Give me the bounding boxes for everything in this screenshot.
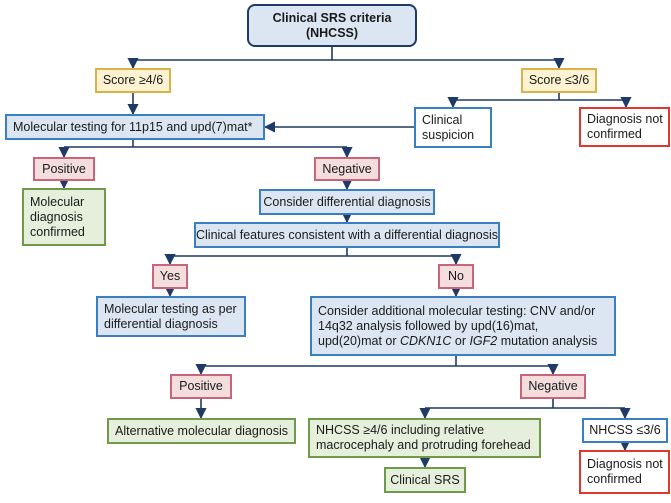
score-high-label: Score ≥4/6: [102, 73, 164, 87]
not-confirmed-bottom-line-2: confirmed: [587, 472, 642, 486]
node-testing-per-differential: Molecular testing as per differential di…: [96, 296, 246, 337]
node-score-high: Score ≥4/6: [95, 68, 171, 93]
edge-negative-split: [425, 399, 625, 409]
node-clinical-features-consistent: Clinical features consistent with a diff…: [194, 222, 500, 248]
nhcss-high-line-1: NHCSS ≥4/6 including relative: [316, 423, 485, 437]
molecular-testing-label: Molecular testing for 11p15 and upd(7)ma…: [13, 119, 253, 134]
clinical-srs-label: Clinical SRS: [390, 472, 460, 487]
node-positive-1: Positive: [33, 157, 95, 181]
additional-line-3-c: mutation analysis: [497, 333, 598, 348]
differential-label: Consider differential diagnosis: [263, 194, 431, 209]
additional-line-1: Consider additional molecular testing: C…: [318, 303, 596, 318]
consistent-label: Clinical features consistent with a diff…: [196, 227, 499, 242]
confirmed-line-1: Molecular: [30, 194, 85, 209]
root-line-1: Clinical SRS criteria: [272, 10, 392, 25]
node-not-confirmed-bottom: Diagnosis not confirmed: [579, 450, 670, 494]
edge-score-low-split: [453, 93, 626, 101]
edge-consistent-split: [170, 248, 456, 257]
nhcss-low-label: NHCSS ≤3/6: [589, 423, 661, 437]
node-molecular-diagnosis-confirmed: Molecular diagnosis confirmed: [22, 188, 106, 246]
clinical-suspicion-line-1: Clinical: [422, 112, 463, 127]
additional-line-3: upd(20)mat or CDKN1C or IGF2 mutation an…: [318, 334, 597, 349]
nhcss-high-line-2: macrocephaly and protruding forehead: [316, 438, 531, 452]
additional-line-2: 14q32 analysis followed by upd(16)mat,: [318, 318, 539, 333]
node-score-low: Score ≤3/6: [521, 68, 597, 93]
not-confirmed-bottom-line-1: Diagnosis not: [587, 457, 663, 471]
gene-cdkn1c: CDKN1C: [399, 333, 452, 348]
node-molecular-testing: Molecular testing for 11p15 and upd(7)ma…: [5, 114, 265, 140]
node-negative-1: Negative: [314, 157, 380, 181]
no-label: No: [448, 269, 464, 283]
positive-1-label: Positive: [42, 161, 86, 176]
node-positive-2: Positive: [170, 374, 232, 399]
positive-2-label: Positive: [179, 379, 223, 393]
node-clinical-srs: Clinical SRS: [384, 467, 466, 493]
yes-label: Yes: [159, 269, 181, 283]
edge-root-split: [133, 47, 559, 61]
root-line-2: (NHCSS): [305, 25, 359, 40]
node-clinical-suspicion: Clinical suspicion: [414, 107, 492, 148]
testing-per-line-1: Molecular testing as per: [104, 301, 237, 316]
node-alternative-diagnosis: Alternative molecular diagnosis: [107, 418, 296, 444]
testing-per-line-2: differential diagnosis: [104, 316, 218, 331]
not-confirmed-top-line-1: Diagnosis not: [587, 112, 663, 126]
edge-additional-split: [201, 356, 553, 367]
node-not-confirmed-top: Diagnosis not confirmed: [579, 107, 670, 147]
confirmed-line-2: diagnosis: [30, 209, 83, 224]
additional-line-3-a: upd(20)mat or: [318, 333, 400, 348]
negative-2-label: Negative: [528, 379, 578, 393]
not-confirmed-top-line-2: confirmed: [587, 127, 642, 141]
node-root-criteria: Clinical SRS criteria (NHCSS): [247, 4, 417, 47]
node-nhcss-low: NHCSS ≤3/6: [582, 418, 668, 443]
additional-line-3-b: or: [451, 333, 470, 348]
node-yes: Yes: [152, 264, 188, 289]
confirmed-line-3: confirmed: [30, 224, 85, 239]
node-no: No: [438, 264, 474, 289]
score-low-label: Score ≤3/6: [528, 73, 590, 87]
node-additional-testing: Consider additional molecular testing: C…: [310, 296, 616, 356]
gene-igf2: IGF2: [469, 333, 498, 348]
edge-testing-split: [64, 140, 347, 148]
negative-1-label: Negative: [322, 161, 372, 176]
node-consider-differential: Consider differential diagnosis: [259, 189, 435, 215]
alternative-label: Alternative molecular diagnosis: [115, 423, 289, 438]
node-negative-2: Negative: [520, 374, 586, 399]
node-nhcss-high: NHCSS ≥4/6 including relative macrocepha…: [308, 418, 541, 458]
clinical-suspicion-line-2: suspicion: [422, 127, 475, 142]
